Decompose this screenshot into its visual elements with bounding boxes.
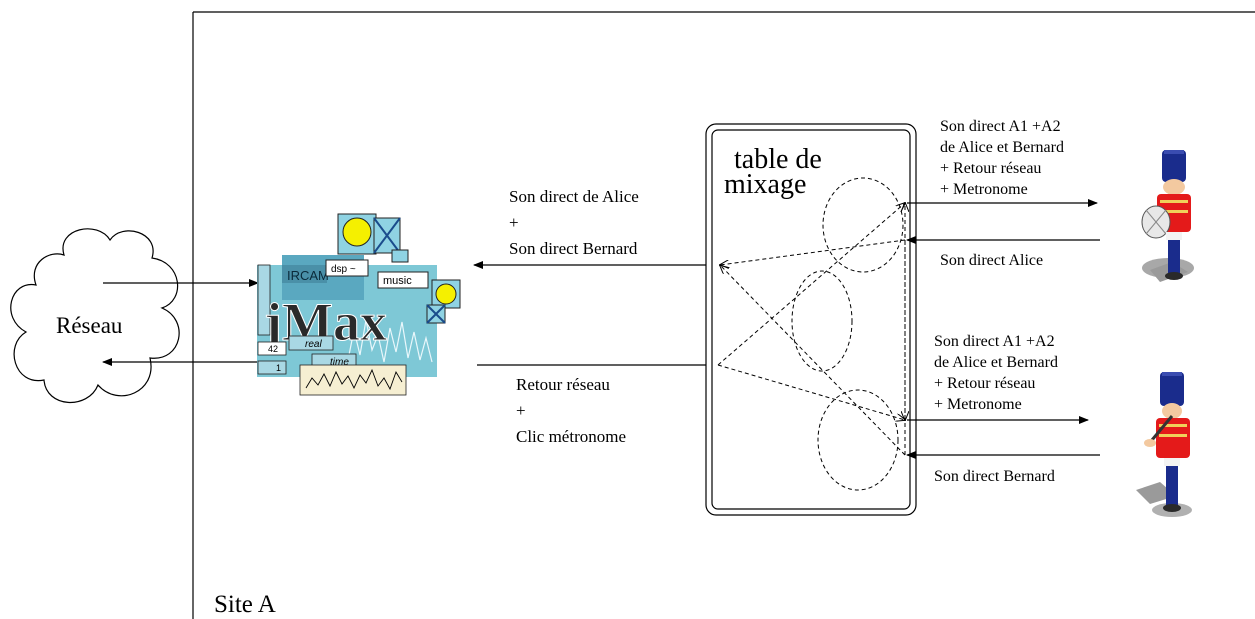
alice-return-label: Son direct Alice [940, 252, 1043, 269]
bernard-feed-line2: de Alice et Bernard [934, 354, 1058, 371]
mix-circle-middle [791, 270, 853, 372]
jmax-ircam-label: IRCAM [287, 268, 329, 283]
network-cloud [10, 228, 180, 403]
bernard-flutist-figure [1136, 372, 1192, 517]
mix-routing-lines [717, 203, 905, 456]
bernard-feed-line4: + Metronome [934, 396, 1022, 413]
label-to-jmax-line2: + [509, 213, 519, 232]
jmax-music-label: music [383, 275, 412, 287]
mixing-table-title-line1: table de [734, 144, 822, 175]
mix-circle-top [822, 177, 904, 273]
jmax-num-1: 1 [276, 363, 281, 373]
jmax-dsp-label: dsp ~ [331, 264, 356, 275]
alice-feed-line4: + Metronome [940, 181, 1028, 198]
mix-circle-bottom [817, 389, 899, 491]
bernard-feed-line1: Son direct A1 +A2 [934, 333, 1055, 350]
site-label: Site A [214, 591, 276, 618]
alice-feed-line3: + Retour réseau [940, 160, 1041, 177]
label-from-jmax-line2: + [516, 401, 526, 420]
label-to-jmax-line3: Son direct Bernard [509, 239, 638, 258]
bernard-return-label: Son direct Bernard [934, 468, 1055, 485]
label-from-jmax-line3: Clic métronome [516, 427, 626, 446]
mixing-table-title-line2: mixage [724, 169, 806, 200]
alice-feed-line1: Son direct A1 +A2 [940, 118, 1061, 135]
alice-drummer-figure [1141, 150, 1194, 282]
jmax-time-label: time [330, 357, 349, 368]
site-boundary [192, 11, 1255, 619]
mixing-table [705, 123, 917, 516]
network-label: Réseau [56, 313, 123, 338]
bernard-feed-line3: + Retour réseau [934, 375, 1035, 392]
jmax-num-42: 42 [268, 344, 278, 354]
label-from-jmax-line1: Retour réseau [516, 375, 610, 394]
jmax-logo: IRCAM dsp ~ music jMax 42 real time 1 [257, 213, 461, 396]
jmax-real-label: real [305, 339, 322, 350]
label-to-jmax-line1: Son direct de Alice [509, 187, 639, 206]
alice-feed-line2: de Alice et Bernard [940, 139, 1064, 156]
